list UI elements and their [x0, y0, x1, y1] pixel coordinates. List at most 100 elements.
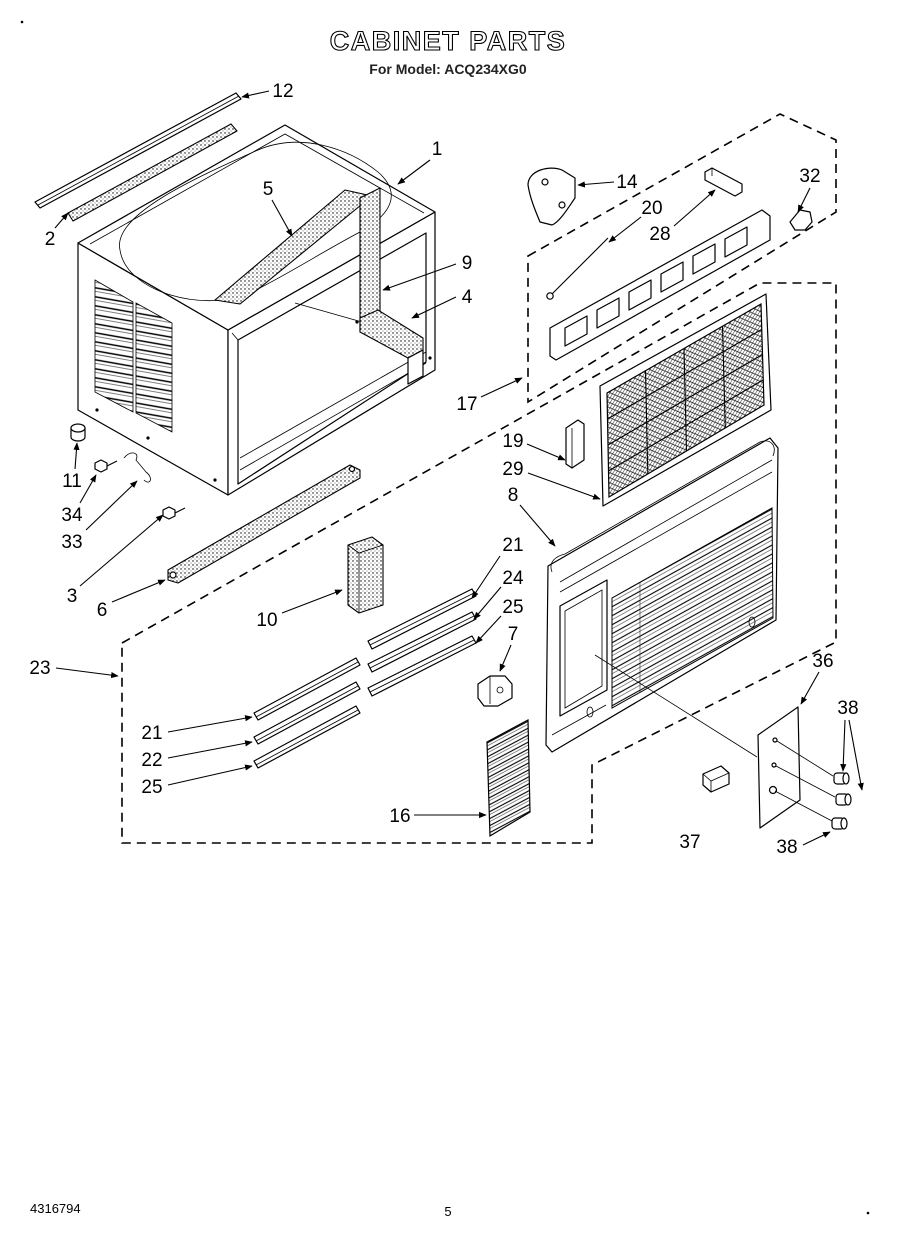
group-outline-23 — [121, 282, 837, 844]
callout-labels: 12 1 5 2 9 4 11 34 33 3 6 10 14 32 20 28… — [29, 81, 858, 858]
document-number: 4316794 — [30, 1201, 81, 1216]
clip-part-32 — [789, 209, 813, 231]
callout-label: 21 — [141, 723, 162, 744]
callout-label: 19 — [502, 431, 523, 452]
callout-label: 8 — [508, 485, 519, 506]
knob-part-38 — [831, 817, 848, 830]
knob-part-38 — [833, 772, 850, 785]
callout-label: 29 — [502, 459, 523, 480]
leader-14 — [577, 181, 615, 188]
leader-lines — [54, 90, 864, 846]
callout-label: 25 — [502, 597, 523, 618]
seal-strip-part-25-left — [253, 705, 361, 769]
leader-17 — [480, 377, 523, 398]
callout-label: 28 — [649, 224, 670, 245]
leader-28 — [673, 189, 716, 227]
tab-part-19 — [565, 419, 585, 469]
seal-strip-part-21-left — [253, 657, 361, 721]
cabinet-louvers-right — [135, 302, 173, 433]
callout-label: 24 — [502, 568, 524, 589]
leader-6 — [111, 579, 166, 603]
seal-strip-part-22 — [253, 681, 361, 745]
callout-label: 38 — [776, 837, 797, 858]
leader-29 — [527, 472, 601, 500]
leader-22 — [167, 740, 253, 759]
callout-label: 36 — [812, 651, 833, 672]
screw-part-3 — [162, 506, 186, 520]
callout-label: 2 — [45, 229, 56, 250]
callout-label: 7 — [508, 624, 519, 645]
leader-8 — [519, 504, 556, 547]
page-number: 5 — [444, 1204, 451, 1219]
cabinet-louvers-left — [94, 279, 134, 413]
knob-part-38 — [835, 793, 852, 806]
callout-label: 3 — [67, 586, 78, 607]
callout-label: 25 — [141, 777, 162, 798]
callout-label: 23 — [29, 658, 50, 679]
model-subtitle: For Model: ACQ234XG0 — [369, 61, 527, 77]
callout-label: 11 — [62, 471, 82, 492]
leader-19 — [526, 443, 566, 461]
callout-label: 33 — [61, 532, 82, 553]
scan-mark — [20, 20, 24, 24]
callout-label: 9 — [462, 253, 473, 274]
assembly-line-knob — [775, 765, 836, 798]
leader-11 — [73, 442, 80, 470]
leader-10 — [281, 589, 343, 614]
leader-38-c — [802, 831, 831, 846]
screw-part-34 — [94, 459, 118, 473]
block-part-37 — [702, 765, 730, 793]
assembly-line-8-36 — [594, 654, 758, 758]
screw-part-20 — [546, 237, 609, 300]
group-outline-17 — [527, 113, 837, 404]
callout-label: 37 — [679, 832, 700, 853]
clip-part-7 — [477, 675, 513, 707]
page-title: CABINET PARTS — [330, 26, 567, 56]
leader-20 — [608, 216, 642, 243]
plug-part-11 — [70, 423, 86, 442]
callout-label: 5 — [263, 179, 274, 200]
front-panel-part-8 — [545, 437, 779, 753]
callout-label: 38 — [837, 698, 858, 719]
leader-38-b — [848, 719, 864, 791]
leader-36 — [800, 671, 820, 705]
seal-strip-part-2 — [67, 123, 238, 222]
support-bar-part-6 — [167, 464, 361, 584]
callout-label: 10 — [256, 610, 277, 631]
leader-25-left — [167, 764, 253, 786]
callout-label: 17 — [456, 394, 477, 415]
leader-32 — [797, 187, 811, 213]
callout-label: 16 — [389, 806, 410, 827]
leader-23 — [55, 667, 119, 679]
assembly-line-knob — [774, 790, 833, 822]
leader-21-left — [167, 715, 253, 733]
leader-24 — [473, 586, 502, 620]
callout-label: 6 — [97, 600, 108, 621]
scan-mark — [866, 1211, 870, 1215]
filter-grille-part-29 — [599, 293, 772, 507]
callout-label: 21 — [502, 535, 523, 556]
bracket-part-14 — [527, 167, 576, 226]
trim-strip-part-12 — [34, 92, 242, 209]
assembly-line-knob — [776, 740, 834, 777]
leader-33 — [85, 480, 138, 531]
leader-5 — [271, 199, 293, 237]
callout-label: 4 — [462, 287, 473, 308]
bracket-part-28 — [704, 167, 743, 197]
foam-block-part-10 — [347, 536, 384, 614]
wire-clip-part-33 — [123, 452, 151, 483]
callout-label: 32 — [799, 166, 820, 187]
leader-4 — [411, 296, 457, 319]
leader-7 — [499, 644, 512, 672]
leader-3 — [79, 514, 164, 587]
leader-34 — [79, 474, 97, 504]
callout-label: 22 — [141, 750, 162, 771]
callout-label: 1 — [432, 139, 443, 160]
leader-9 — [382, 263, 457, 291]
leader-25-right — [475, 615, 502, 644]
callout-label: 34 — [61, 505, 83, 526]
leader-21-right — [471, 555, 501, 599]
leader-2 — [54, 212, 69, 229]
leader-1 — [397, 159, 431, 185]
